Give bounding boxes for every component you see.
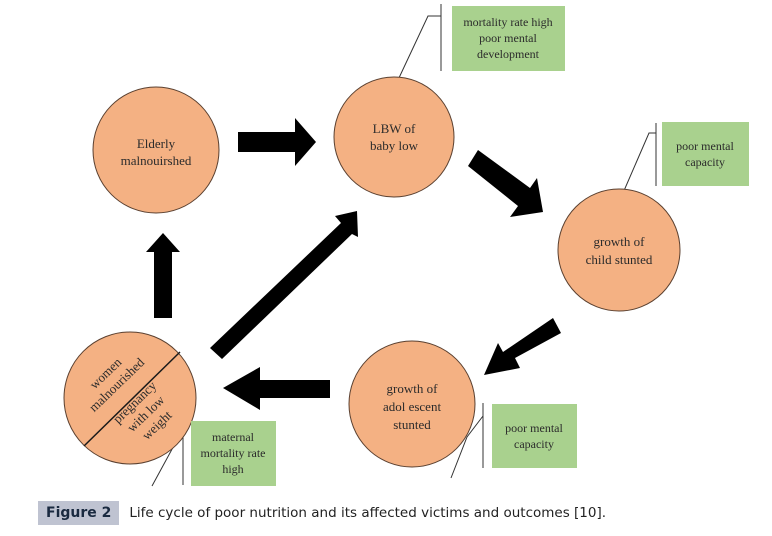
node-lbw-line-1: LBW of xyxy=(373,121,416,136)
note-lbw: mortality rate high poor mental developm… xyxy=(452,6,565,71)
arrow-adolescent-to-women xyxy=(223,367,330,410)
node-adolescent-line-3: stunted xyxy=(393,417,431,432)
node-adolescent-line-2: adol escent xyxy=(383,399,442,414)
node-women-divider xyxy=(83,351,181,447)
arrow-child-to-adolescent xyxy=(484,318,561,375)
node-elderly-line-2: malnouirshed xyxy=(121,153,192,168)
figure-label: Figure 2 xyxy=(38,501,120,525)
nutrition-cycle-diagram: Elderly malnouirshed LBW of baby low gro… xyxy=(63,4,749,487)
note-lbw-line-3: development xyxy=(477,47,540,61)
node-elderly-line-1: Elderly xyxy=(137,136,176,151)
node-lbw: LBW of baby low xyxy=(333,76,455,198)
note-adolescent-line-2: capacity xyxy=(514,437,554,451)
note-child: poor mental capacity xyxy=(662,122,749,186)
node-child-line-1: growth of xyxy=(594,234,646,249)
node-women: women malnourished pregnancy with low we… xyxy=(63,331,197,465)
node-child-line-2: child stunted xyxy=(586,252,653,267)
note-adolescent: poor mental capacity xyxy=(492,404,577,468)
leader-adolescent-note xyxy=(450,415,484,479)
note-women-line-3: high xyxy=(222,462,243,476)
node-elderly: Elderly malnouirshed xyxy=(92,86,220,214)
arrow-elderly-to-lbw xyxy=(238,118,316,166)
node-adolescent-line-1: growth of xyxy=(387,381,439,396)
arrow-women-to-elderly xyxy=(146,233,180,318)
note-child-line-2: capacity xyxy=(685,155,725,169)
leader-child-note xyxy=(622,132,656,194)
note-women-line-2: mortality rate xyxy=(201,446,266,460)
arrow-lbw-to-child xyxy=(468,150,543,217)
note-women-line-1: maternal xyxy=(212,430,255,444)
leader-lbw-note xyxy=(397,15,441,81)
figure-caption-text: Life cycle of poor nutrition and its aff… xyxy=(129,505,607,521)
note-lbw-line-1: mortality rate high xyxy=(463,15,552,29)
figure-caption: Figure 2 Life cycle of poor nutrition an… xyxy=(38,501,606,525)
note-adolescent-line-1: poor mental xyxy=(505,421,563,435)
note-women: maternal mortality rate high xyxy=(191,421,276,486)
note-lbw-line-2: poor mental xyxy=(479,31,537,45)
note-child-line-1: poor mental xyxy=(676,139,734,153)
node-adolescent: growth of adol escent stunted xyxy=(348,340,476,468)
node-child: growth of child stunted xyxy=(557,188,681,312)
arrow-women-to-lbw xyxy=(210,211,358,359)
node-lbw-line-2: baby low xyxy=(370,138,419,153)
